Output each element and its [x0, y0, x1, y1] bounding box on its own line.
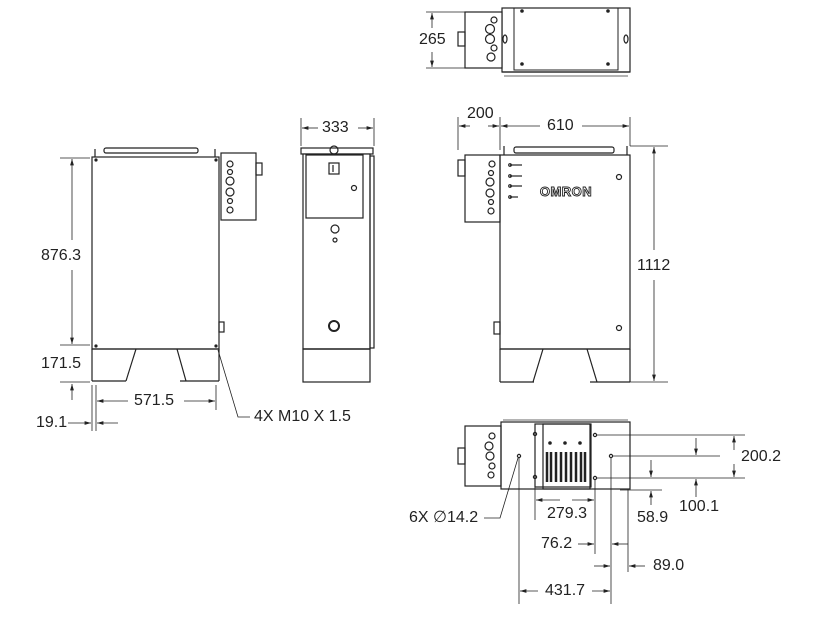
rear-view [457, 117, 668, 383]
front-view [60, 147, 263, 431]
dim-hole-spacing-x: 279.3 [546, 505, 589, 522]
side-view [300, 118, 375, 383]
hole-callout: 6X ∅14.2 [408, 509, 480, 526]
dim-front-offset: 19.1 [35, 414, 69, 431]
dim-front-width: 571.5 [133, 392, 176, 409]
dim-front-height: 876.3 [40, 247, 83, 264]
dim-hole-mid-y: 100.1 [678, 498, 721, 515]
dim-hole-offset-a: 76.2 [540, 535, 574, 552]
dim-hole-span-y: 200.2 [740, 448, 783, 465]
dim-box-width: 200 [466, 105, 495, 122]
dim-side-width: 333 [321, 119, 350, 136]
dim-total-height: 1112 [636, 257, 672, 274]
top-view [426, 7, 631, 77]
dim-overall-span: 431.7 [544, 582, 587, 599]
omron-logo: OMRON [540, 184, 592, 199]
thread-callout: 4X M10 X 1.5 [253, 408, 352, 425]
dim-rear-width: 610 [546, 117, 575, 134]
dim-edge-offset-y: 58.9 [636, 509, 670, 526]
dim-base-height: 171.5 [40, 355, 83, 372]
dim-top-depth: 265 [418, 31, 447, 48]
dim-hole-offset-b: 89.0 [652, 557, 686, 574]
bottom-view [457, 419, 745, 604]
